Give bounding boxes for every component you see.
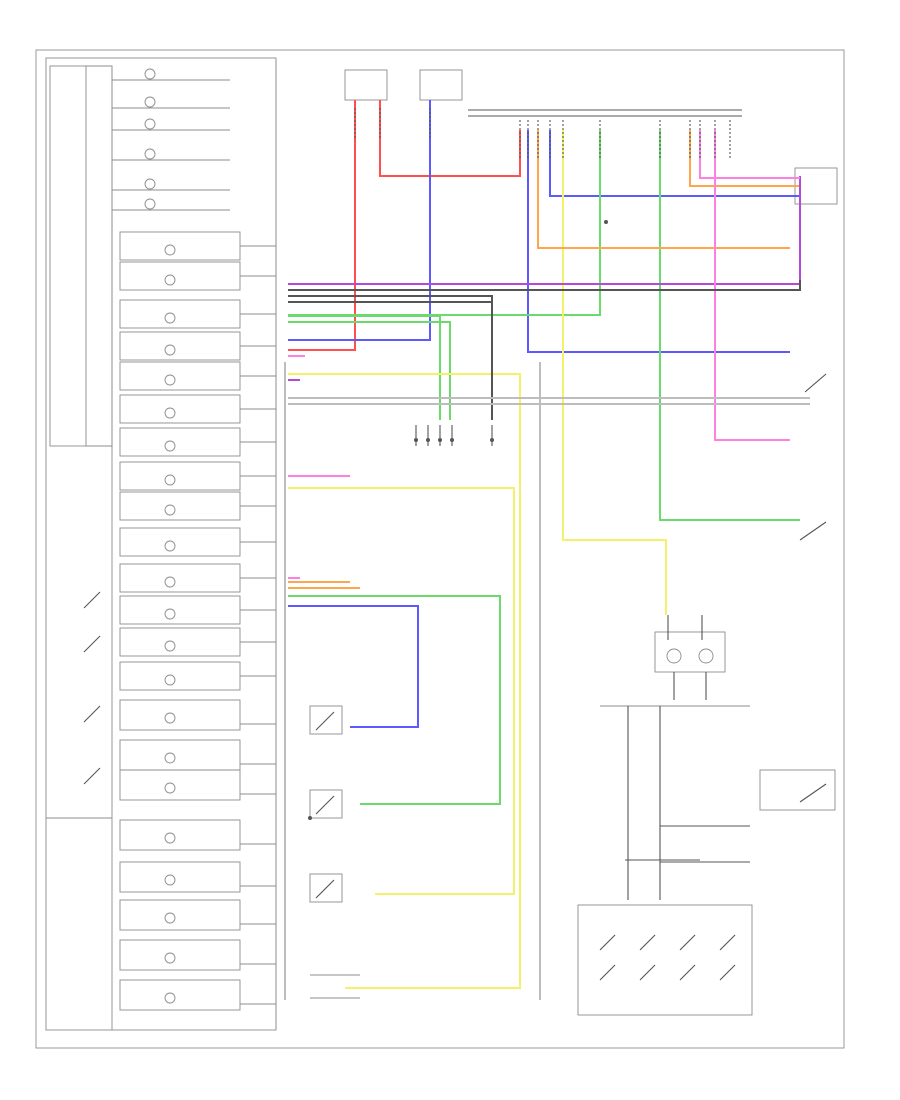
switch-components bbox=[308, 705, 360, 999]
combination-meter-outline bbox=[45, 57, 277, 1031]
wire-green bbox=[288, 130, 800, 805]
cluster-lamp-box bbox=[119, 331, 241, 361]
ground-connectors bbox=[414, 220, 608, 446]
cluster-lamp-box bbox=[119, 939, 241, 971]
cluster-lamp-box bbox=[119, 819, 241, 851]
cluster-lamp-box bbox=[119, 769, 241, 801]
cluster-lamp-box bbox=[119, 261, 241, 291]
cluster-lamp-box bbox=[119, 739, 241, 771]
indicator-lamp bbox=[144, 68, 156, 80]
indicator-lamp bbox=[164, 440, 176, 452]
cluster-lamp-box bbox=[119, 699, 241, 731]
cluster-lamp-box bbox=[119, 527, 241, 557]
wire-orange bbox=[288, 130, 800, 589]
indicator-lamp bbox=[164, 474, 176, 486]
cluster-lamp-box bbox=[119, 427, 241, 457]
cluster-lamp-box bbox=[119, 563, 241, 593]
wire-pink bbox=[288, 130, 800, 579]
cluster-lamp-box bbox=[119, 627, 241, 657]
cluster-lamp-box bbox=[119, 394, 241, 424]
wire-blue bbox=[288, 100, 800, 728]
cluster-lamp-box bbox=[119, 661, 241, 691]
indicator-lamp bbox=[164, 244, 176, 256]
left-gauge-switches bbox=[46, 591, 112, 819]
indicator-lamp bbox=[144, 178, 156, 190]
indicator-lamp bbox=[164, 274, 176, 286]
indicator-lamp bbox=[164, 874, 176, 886]
cluster-lamp-box bbox=[119, 361, 241, 391]
indicator-lamp bbox=[164, 674, 176, 686]
indicator-lamp bbox=[164, 752, 176, 764]
wire-yellow bbox=[288, 130, 667, 989]
wire-red bbox=[288, 100, 521, 351]
indicator-lamp bbox=[164, 344, 176, 356]
wire-violet bbox=[288, 176, 801, 381]
cluster-lamp-box bbox=[119, 461, 241, 491]
indicator-lamp bbox=[164, 608, 176, 620]
indicator-lamp bbox=[164, 504, 176, 516]
indicator-lamp bbox=[144, 198, 156, 210]
wire-black bbox=[288, 280, 801, 420]
indicator-lamp bbox=[164, 407, 176, 419]
cluster-lamp-box bbox=[119, 231, 241, 261]
diagram-frame bbox=[35, 49, 845, 1049]
control-module bbox=[577, 904, 753, 1016]
sensor-unit bbox=[600, 373, 836, 900]
indicator-lamp bbox=[164, 374, 176, 386]
indicator-lamp bbox=[164, 712, 176, 724]
cluster-lamp-box bbox=[119, 979, 241, 1011]
indicator-lamp bbox=[164, 576, 176, 588]
cluster-lamp-box bbox=[119, 299, 241, 329]
indicator-lamp bbox=[164, 782, 176, 794]
wire-gray bbox=[284, 362, 810, 1000]
indicator-lamp bbox=[164, 952, 176, 964]
indicator-lamp bbox=[144, 96, 156, 108]
cluster-lamp-box bbox=[119, 491, 241, 521]
indicator-lamp bbox=[164, 992, 176, 1004]
top-fuse-connectors bbox=[344, 69, 838, 205]
cluster-connector-left bbox=[49, 65, 113, 447]
indicator-lamp bbox=[164, 640, 176, 652]
indicator-lamp bbox=[144, 148, 156, 160]
combination-meter bbox=[45, 57, 277, 1031]
cluster-lamp-box bbox=[119, 595, 241, 625]
cluster-connector-right bbox=[85, 65, 113, 447]
cluster-gauges bbox=[112, 68, 276, 1011]
indicator-lamp bbox=[164, 912, 176, 924]
indicator-lamp bbox=[164, 312, 176, 324]
cluster-lamp-box bbox=[119, 861, 241, 893]
indicator-lamp bbox=[164, 832, 176, 844]
cluster-lamp-box bbox=[119, 899, 241, 931]
indicator-lamp bbox=[164, 540, 176, 552]
indicator-lamp bbox=[144, 118, 156, 130]
wires bbox=[284, 100, 810, 1000]
